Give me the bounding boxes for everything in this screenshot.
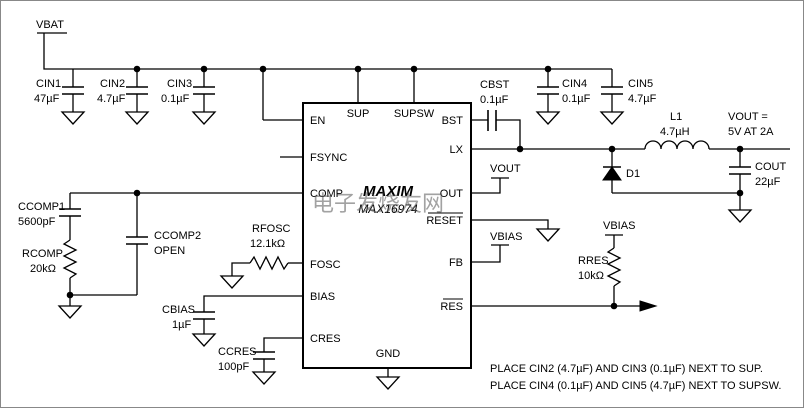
vbias-res-label: VBIAS [603,220,635,232]
ccomp2-name: CCOMP2 [154,230,201,242]
d1-label: D1 [626,168,640,180]
placement-note-2: PLACE CIN4 (0.1µF) AND CIN5 (4.7µF) NEXT… [490,380,781,392]
d1-diode [602,149,740,194]
vbias-fb-label: VBIAS [490,231,522,243]
rfosc-value: 12.1kΩ [250,238,285,250]
cin4-name: CIN4 [562,78,587,90]
pin-supsw: SUPSW [394,108,435,120]
reset-ground [471,219,561,242]
cbst-name: CBST [480,79,510,91]
cbias-name: CBIAS [162,304,195,316]
cin2-name: CIN2 [100,78,125,90]
pin-sup: SUP [347,108,370,120]
pin-fosc: FOSC [310,259,341,271]
fb-connection [471,244,509,263]
comp-network [57,189,303,319]
pin-en: EN [310,115,325,127]
pin-fb: FB [449,257,463,269]
pin-fsync: FSYNC [310,152,347,164]
ccomp2-value: OPEN [154,245,185,257]
cin3-capacitor [191,69,217,125]
cin1-name: CIN1 [36,78,61,90]
rfosc-resistor [219,255,303,289]
cout-value: 22µF [755,176,781,188]
vbat-rail [37,32,612,121]
placement-note-1: PLACE CIN2 (4.7µF) AND CIN3 (0.1µF) NEXT… [490,363,763,375]
pin-bias: BIAS [310,291,335,303]
cbias-capacitor [191,295,303,347]
l1-inductor [644,140,790,153]
lx-node [471,145,645,153]
rfosc-name: RFOSC [252,223,291,235]
pin-lx: LX [450,144,464,156]
cbst-capacitor [471,110,521,149]
rres-name: RRES [578,255,609,267]
ic-body [302,102,472,369]
l1-value: 4.7µH [660,126,690,138]
vout-name: VOUT = [728,111,768,123]
cin5-capacitor [599,69,625,125]
cin3-name: CIN3 [167,78,192,90]
pin-comp: COMP [310,188,343,200]
rres-value: 10kΩ [578,270,604,282]
cin4-capacitor [535,69,561,125]
vout-value: 5V AT 2A [728,126,774,138]
out-connection [471,177,509,194]
rres-resistor [605,234,623,306]
ic-ground [375,368,401,390]
cbst-value: 0.1µF [480,94,509,106]
ccres-name: CCRES [218,346,257,358]
watermark: 电子发烧友网 [312,192,444,217]
cout-name: COUT [755,161,786,173]
vbat-label: VBAT [36,19,64,31]
ccomp1-value: 5600pF [18,216,56,228]
cin2-value: 4.7µF [97,93,126,105]
cin1-value: 47µF [34,93,60,105]
ccres-capacitor [251,337,303,385]
pin-res: RES [440,301,463,313]
rcomp-name: RCOMP [22,248,63,260]
vout-pin-label: VOUT [490,163,521,175]
pin-bst: BST [442,115,464,127]
ccres-value: 100pF [218,361,249,373]
pin-cres: CRES [310,333,341,345]
cin2-capacitor [124,69,150,125]
pin-gnd: GND [376,348,401,360]
cin5-value: 4.7µF [628,93,657,105]
res-output [471,300,658,312]
cin3-value: 0.1µF [161,93,190,105]
cin4-value: 0.1µF [562,93,591,105]
maxim-logo: MAXIM [363,183,414,200]
pin-out: OUT [440,188,464,200]
l1-name: L1 [670,111,682,123]
cin5-name: CIN5 [628,78,653,90]
part-number: MAX16974 [358,202,418,216]
cbias-value: 1µF [172,319,191,331]
ccomp1-name: CCOMP1 [18,201,65,213]
cout-capacitor [727,149,753,223]
rcomp-value: 20kΩ [30,263,56,275]
cin1-capacitor [60,69,86,125]
pin-reset: RESET [426,215,463,227]
